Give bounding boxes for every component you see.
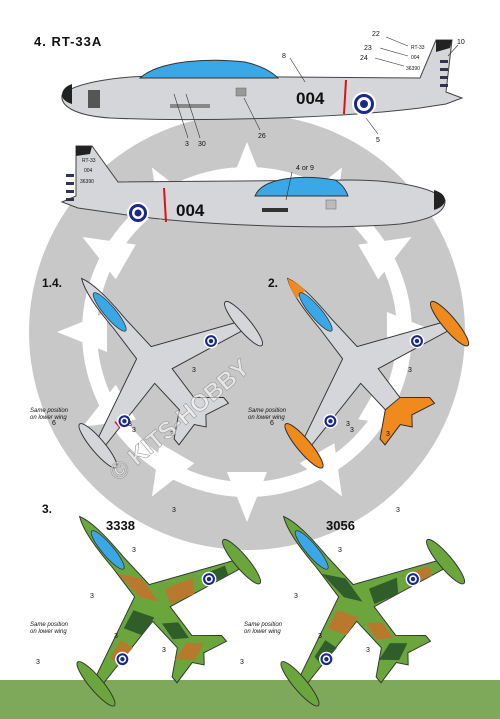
view-2-callout-6: 6 — [270, 420, 274, 427]
view-2-note-1: Same position — [248, 408, 287, 414]
top-view-3-3056 — [205, 450, 487, 719]
view-3b-note-1: Same position — [244, 622, 283, 628]
view-1-4-callout-3d: 3 — [170, 431, 174, 438]
view-3b-note-2: on lower wing — [244, 629, 281, 635]
view-1-4-note-1: Same position — [30, 408, 69, 414]
view-3-callout-3c: 3 — [90, 593, 94, 600]
view-3b-callout-3c: 3 — [294, 593, 298, 600]
view-3-callout-3a: 3 — [172, 507, 176, 514]
view-3-callout-3b: 3 — [132, 547, 136, 554]
side1-callout-30: 30 — [198, 141, 206, 148]
side1-tail-num: 004 — [411, 55, 420, 61]
side2-code: 004 — [176, 201, 205, 220]
view-3-callout-3e: 3 — [162, 647, 166, 654]
side1-tail-code: RT-33 — [411, 45, 425, 51]
view-3b-number-3056: 3056 — [326, 518, 355, 533]
view-2-note-2: on lower wing — [248, 415, 285, 421]
side2-serial: 36390 — [80, 179, 94, 185]
side2-callout-4or9: 4 or 9 — [296, 165, 314, 172]
side-view-1: 004 RT-33 004 36390 22 23 24 8 10 3 30 2… — [61, 31, 465, 148]
view-3b-callout-3a: 3 — [396, 507, 400, 514]
view-3b-callout-3f: 3 — [240, 659, 244, 666]
side2-tail-num: 004 — [84, 168, 93, 174]
view-3b-callout-3e: 3 — [366, 647, 370, 654]
view-3-label: 3. — [42, 502, 52, 516]
view-1-4-callout-3c: 3 — [132, 427, 136, 434]
view-1-4-callout-3b: 3 — [128, 421, 132, 428]
view-1-4-callout-3a: 3 — [192, 367, 196, 374]
view-3b-callout-3d: 3 — [318, 633, 322, 640]
side2-tail-code: RT-33 — [82, 158, 96, 164]
side1-callout-3: 3 — [185, 141, 189, 148]
view-2-callout-3a: 3 — [408, 367, 412, 374]
side1-callout-8: 8 — [282, 53, 286, 60]
side1-callout-26: 26 — [258, 133, 266, 140]
view-2-callout-3c: 3 — [350, 427, 354, 434]
side1-serial: 36390 — [406, 66, 420, 72]
view-1-4-callout-6: 6 — [52, 420, 56, 427]
view-3-callout-3f: 3 — [36, 659, 40, 666]
top-view-2 — [209, 212, 491, 493]
top-view-1-4 — [3, 212, 285, 493]
top-view-3-3338 — [1, 450, 283, 719]
side1-callout-24: 24 — [360, 55, 368, 62]
view-1-4-label: 1.4. — [42, 276, 62, 290]
view-3-number-3338: 3338 — [106, 518, 135, 533]
view-3b-callout-3b: 3 — [338, 547, 342, 554]
page-title: 4. RT-33A — [34, 34, 102, 49]
view-3-note-2: on lower wing — [30, 629, 67, 635]
side1-callout-22: 22 — [372, 31, 380, 38]
side-view-2: 004 RT-33 004 36390 4 or 9 — [60, 145, 446, 228]
view-1-4-note-2: on lower wing — [30, 415, 67, 421]
view-2-callout-3d: 3 — [386, 431, 390, 438]
view-2-callout-3b: 3 — [346, 421, 350, 428]
ground-strip — [0, 680, 500, 719]
side1-callout-10: 10 — [457, 39, 465, 46]
view-3-callout-3d: 3 — [114, 633, 118, 640]
view-2-label: 2. — [268, 276, 278, 290]
side1-callout-23: 23 — [364, 45, 372, 52]
view-3-note-1: Same position — [30, 622, 69, 628]
side1-code: 004 — [296, 89, 325, 108]
side1-callout-5: 5 — [376, 137, 380, 144]
